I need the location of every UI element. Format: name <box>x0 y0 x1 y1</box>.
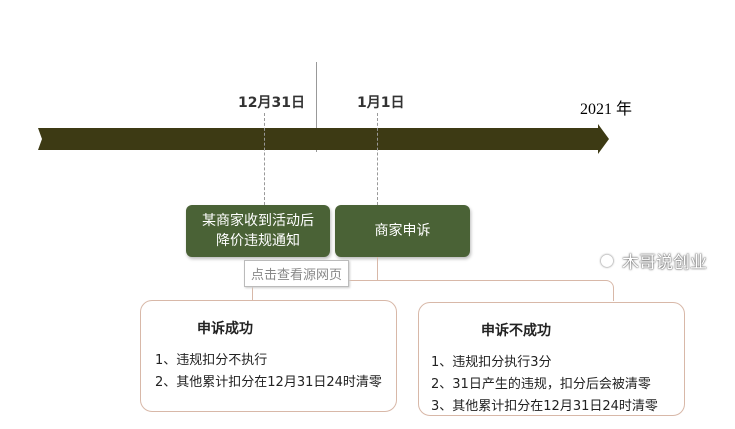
failure-item: 3、其他累计扣分在12月31日24时清零 <box>431 399 658 414</box>
success-title: 申诉成功 <box>197 321 253 337</box>
notice-line1: 某商家收到活动后 <box>202 213 314 229</box>
divider-line <box>316 62 317 152</box>
appeal-success-box: 申诉成功 1、违规扣分不执行 2、其他累计扣分在12月31日24时清零 <box>140 300 397 412</box>
view-source-tooltip[interactable]: 点击查看源网页 <box>244 260 350 287</box>
wechat-icon: ● <box>600 250 614 269</box>
appeal-box: 商家申诉 <box>335 205 470 257</box>
failure-title: 申诉不成功 <box>481 323 551 339</box>
watermark: 木哥说创业 <box>622 253 707 273</box>
date-label-jan1: 1月1日 <box>357 95 405 111</box>
failure-item: 1、违规扣分执行3分 <box>431 355 552 370</box>
success-item: 2、其他累计扣分在12月31日24时清零 <box>155 375 382 390</box>
dashed-line-jan1 <box>377 113 378 205</box>
appeal-failure-box: 申诉不成功 1、违规扣分执行3分 2、31日产生的违规，扣分后会被清零 3、其他… <box>418 302 685 416</box>
failure-item: 2、31日产生的违规，扣分后会被清零 <box>431 377 651 392</box>
connector <box>252 280 614 301</box>
notice-line2: 降价违规通知 <box>216 233 300 249</box>
timeline-arrow <box>38 124 609 154</box>
success-item: 1、违规扣分不执行 <box>155 353 268 368</box>
date-label-dec31: 12月31日 <box>238 95 305 111</box>
connector <box>377 257 378 281</box>
dashed-line-dec31 <box>264 113 265 205</box>
year-label: 2021 年 <box>580 101 633 118</box>
notice-box: 某商家收到活动后降价违规通知 <box>186 205 330 257</box>
